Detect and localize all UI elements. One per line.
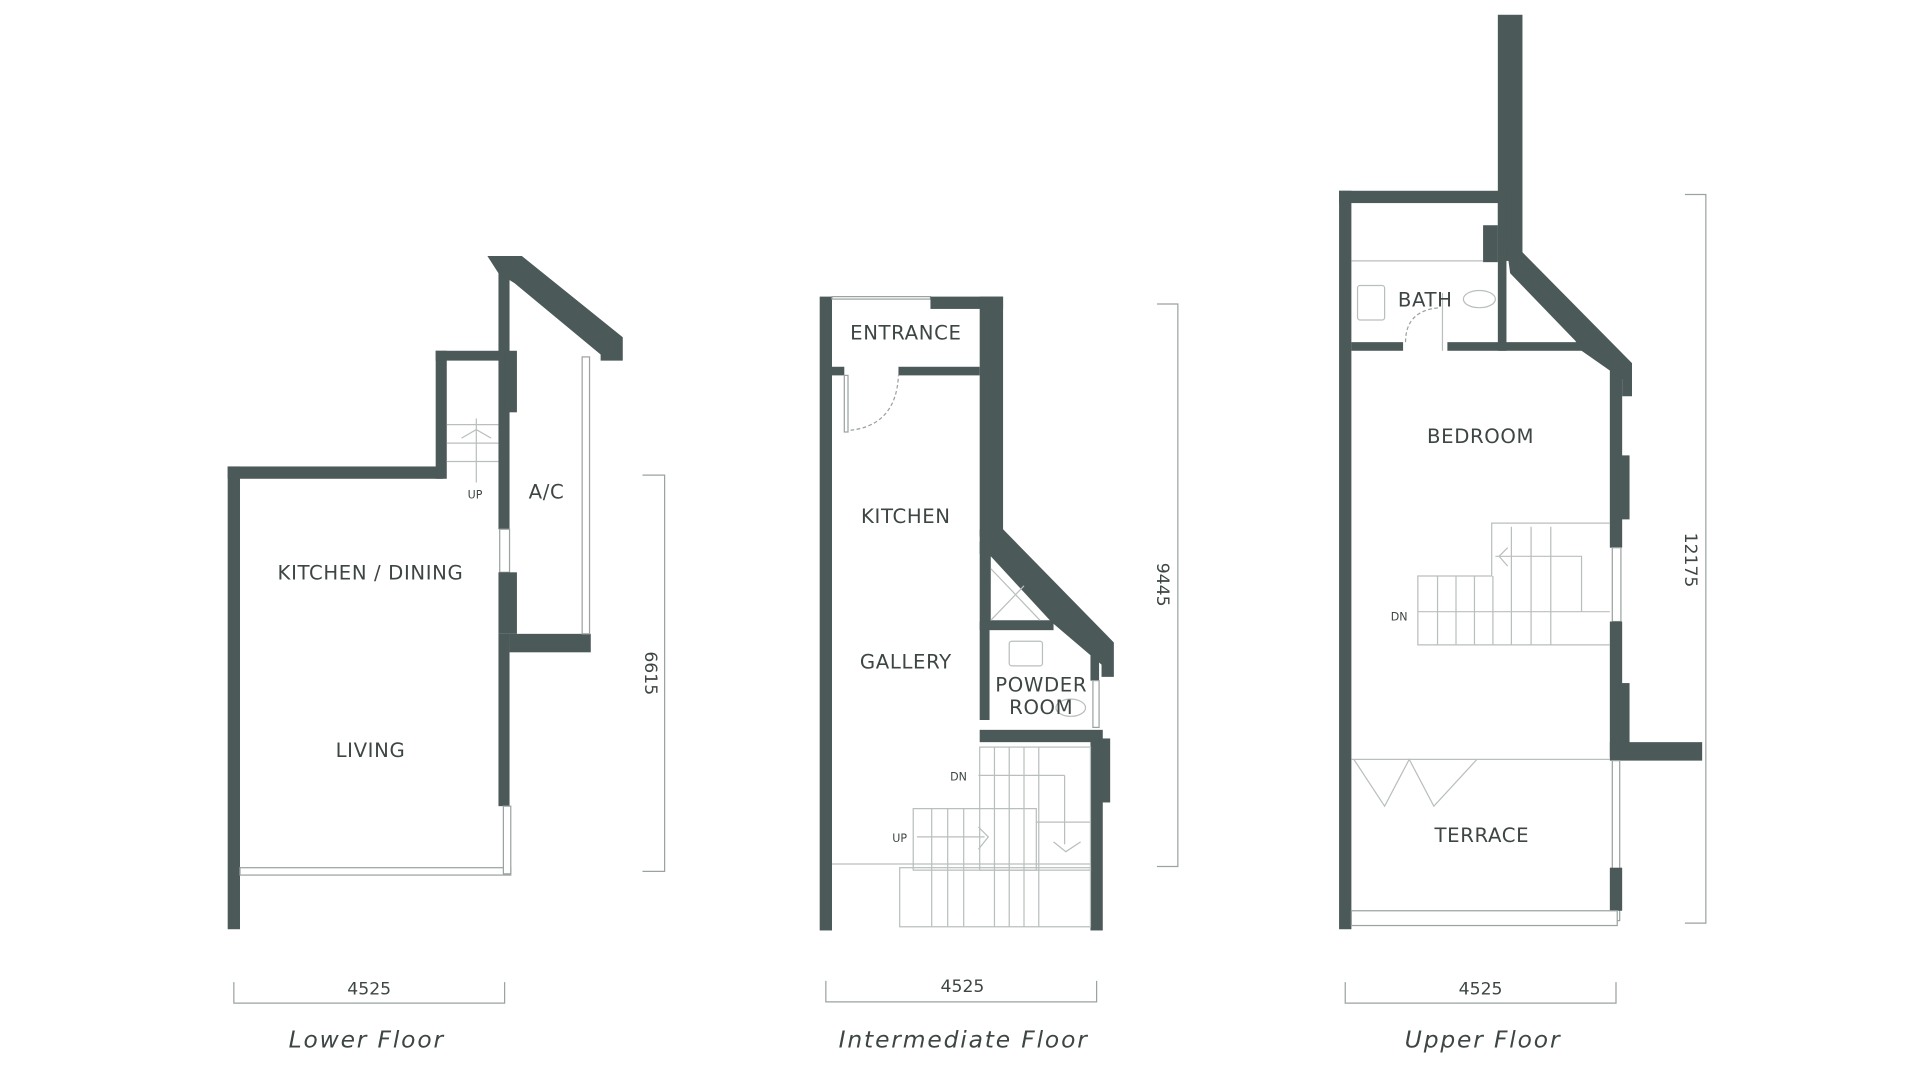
stair-up-label: UP xyxy=(468,488,483,501)
upper-floor-plan: DN BATH BEDROOM TERRACE 12175 4525 Upper… xyxy=(1339,14,1707,1053)
room-label-entrance: ENTRANCE xyxy=(850,322,961,345)
room-label-kitchen: KITCHEN xyxy=(861,505,951,528)
room-label-living: LIVING xyxy=(336,739,406,762)
room-label-powder: POWDER xyxy=(995,674,1087,697)
floor-caption-intermediate: Intermediate Floor xyxy=(839,1025,1089,1053)
room-label-terrace: TERRACE xyxy=(1434,824,1530,847)
stair-down-label: DN xyxy=(950,770,967,783)
width-dimension: 4525 xyxy=(347,979,391,999)
lower-floor-plan: UP KITCHEN / DINING LIVING A/C 6615 4525… xyxy=(227,256,666,1053)
depth-dimension: 12175 xyxy=(1680,533,1700,588)
depth-dimension: 9445 xyxy=(1152,563,1172,607)
room-label-gallery: GALLERY xyxy=(860,650,952,673)
upper-stairs xyxy=(1417,522,1610,646)
width-dimension: 4525 xyxy=(941,977,985,997)
depth-dimension: 6615 xyxy=(640,651,660,695)
room-label-room: ROOM xyxy=(1009,696,1073,719)
room-label-bedroom: BEDROOM xyxy=(1427,425,1534,448)
room-label-kitchen-dining: KITCHEN / DINING xyxy=(278,562,464,585)
intermediate-floor-plan: DN UP ENTRANCE KITCHEN GALLERY POWDER RO… xyxy=(819,296,1179,1053)
floor-caption-lower: Lower Floor xyxy=(289,1025,445,1053)
stair-down-label: DN xyxy=(1391,610,1408,623)
room-label-ac: A/C xyxy=(529,480,565,503)
room-label-bath: BATH xyxy=(1398,288,1453,311)
lower-stairs xyxy=(446,418,499,483)
stair-up-label: UP xyxy=(892,832,907,845)
floor-caption-upper: Upper Floor xyxy=(1405,1025,1562,1053)
intermediate-stairs xyxy=(832,746,1092,928)
width-dimension: 4525 xyxy=(1459,979,1503,999)
